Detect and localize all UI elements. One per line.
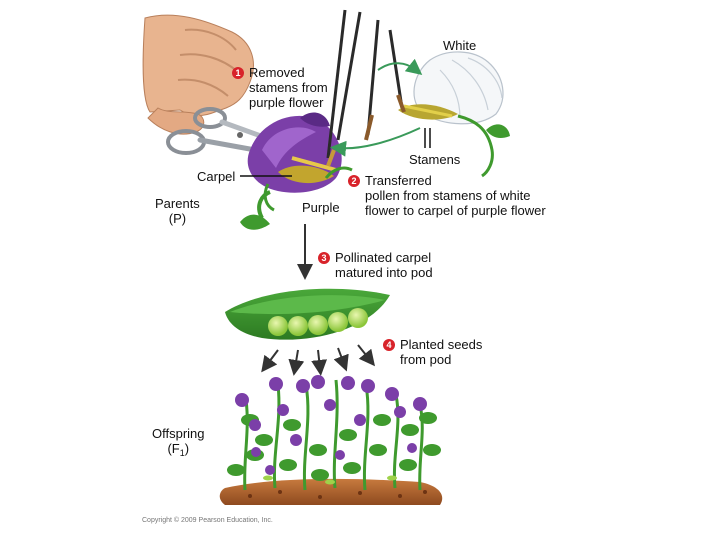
step-4-text: Planted seeds from pod — [400, 337, 483, 367]
pea-plant-icon — [227, 375, 441, 491]
step-1-badge: 1 — [232, 67, 244, 79]
purple-flower-icon — [240, 112, 353, 230]
step-2-text: Transferred pollen from stamens of white… — [365, 173, 546, 218]
offspring-label-suffix: ) — [184, 441, 190, 456]
step-4: 4 Planted seeds from pod — [383, 337, 482, 367]
parents-label: Parents (P) — [155, 196, 200, 226]
offspring-label-text: Offspring (F — [152, 426, 205, 456]
step-2: 2 Transferred pollen from stamens of whi… — [348, 173, 546, 218]
step-2-badge: 2 — [348, 175, 360, 187]
pollen-transfer-arrow — [330, 127, 421, 157]
stamens-pointer — [424, 128, 431, 148]
step-1: 1 Removed stamens from purple flower — [232, 65, 328, 110]
pea-pod-icon — [225, 288, 390, 340]
hand-icon — [142, 14, 254, 135]
carpel-label: Carpel — [197, 169, 236, 184]
step-3: 3 Pollinated carpel matured into pod — [318, 250, 433, 280]
stamens-label: Stamens — [409, 152, 461, 167]
step-1-text: Removed stamens from purple flower — [249, 65, 328, 110]
offspring-label: Offspring (F1) — [152, 426, 205, 461]
seed-arrows — [261, 344, 375, 376]
purple-flower-label: Purple — [302, 200, 340, 215]
white-flower-arrow — [377, 58, 423, 75]
step-3-badge: 3 — [318, 252, 330, 264]
paintbrush-icon — [326, 9, 406, 167]
copyright-notice: Copyright © 2009 Pearson Education, Inc. — [142, 517, 273, 524]
white-flower-icon — [398, 51, 510, 178]
offspring-generation-subscript: 1 — [179, 448, 185, 458]
white-flower-label: White — [443, 38, 477, 53]
step-3-text: Pollinated carpel matured into pod — [335, 250, 433, 280]
step-4-badge: 4 — [383, 339, 395, 351]
